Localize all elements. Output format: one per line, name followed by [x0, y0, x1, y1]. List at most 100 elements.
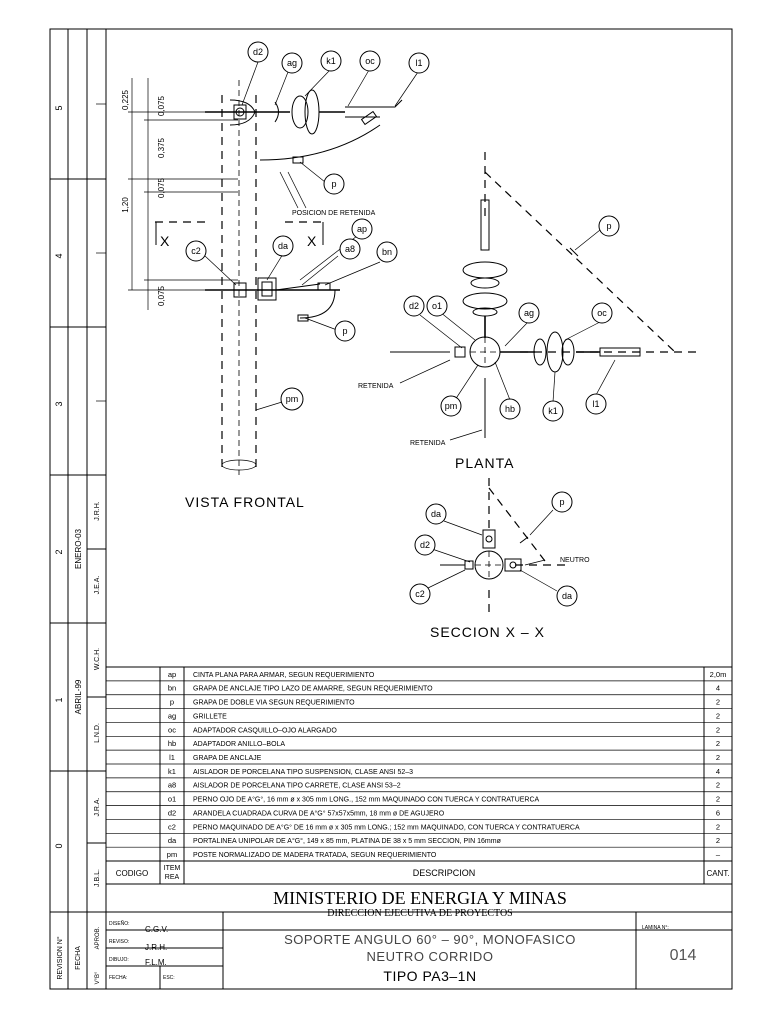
table-header-item: REA [165, 874, 180, 881]
callout-label: o1 [432, 301, 442, 311]
zone-number: 0 [54, 843, 64, 848]
table-cell-item: pm [167, 850, 177, 859]
callout-label: l1 [415, 58, 422, 68]
diseno-value: C.G.V. [145, 925, 168, 934]
callout-label: oc [365, 56, 375, 66]
materials-table [106, 666, 732, 885]
callout-label: k1 [548, 406, 558, 416]
seccion-bubbles: p da d2 c2 da [409, 491, 578, 607]
table-cell-description: ARANDELA CUADRADA CURVA DE A°G° 57x57x5m… [193, 809, 445, 817]
table-cell-item: c2 [168, 822, 176, 831]
table-header-description: DESCRIPCION [413, 868, 476, 878]
revision-by: J.R.H. [94, 501, 101, 521]
table-cell-quantity: 2,0m [710, 670, 727, 679]
dimension: 0,075 [157, 95, 166, 116]
lamina-label: LAMINA N°: [642, 925, 669, 931]
zone-dividers [50, 103, 106, 913]
table-cell-quantity: 4 [716, 767, 720, 776]
aprob-label: APROB. [95, 926, 101, 949]
table-header-quantity: CANT. [706, 869, 729, 878]
table-cell-item: bn [168, 684, 176, 693]
dibujo-value: F.L.M. [145, 958, 167, 967]
callout-label: pm [445, 401, 458, 411]
callout-label: d2 [409, 301, 419, 311]
callout-label: p [342, 326, 347, 336]
lamina-number: 014 [670, 947, 697, 964]
table-cell-item: ag [168, 711, 176, 720]
revision-check: J.B.L. [94, 869, 101, 887]
revision-check: L.N.D. [94, 723, 101, 743]
table-cell-quantity: 2 [716, 725, 720, 734]
dibujo-label: DIBUJO: [109, 957, 129, 963]
callout-label: hb [505, 404, 515, 414]
drawing-title-line-1: SOPORTE ANGULO 60° – 90°, MONOFASICO [284, 932, 576, 947]
table-cell-description: GRAPA DE ANCLAJE [193, 755, 262, 762]
table-cell-description: POSTE NORMALIZADO DE MADERA TRATADA, SEG… [193, 852, 437, 859]
table-cell-quantity: 2 [716, 836, 720, 845]
revision-label: REVISION N° [56, 936, 64, 979]
table-cell-item: l1 [169, 753, 175, 762]
dimension: 0,225 [121, 89, 130, 110]
callout-label: ag [287, 58, 297, 68]
table-cell-item: o1 [168, 795, 176, 804]
callout-label: c2 [415, 589, 425, 599]
table-cell-description: ADAPTADOR CASQUILLO–OJO ALARGADO [193, 727, 337, 734]
callout-label: p [606, 221, 611, 231]
revision-check: J.E.A. [94, 576, 101, 595]
table-header-item: ITEM [164, 865, 181, 872]
callout-label: ag [524, 308, 534, 318]
table-cell-quantity: 4 [716, 684, 720, 693]
direction-name: DIRECCION EJECUTIVA DE PROYECTOS [327, 908, 512, 919]
table-cell-quantity: – [716, 850, 721, 859]
table-cell-description: GRILLETE [193, 713, 227, 720]
table-cell-description: GRAPA DE DOBLE VIA SEGUN REQUERIMIENTO [193, 700, 355, 707]
fecha2-label: FECHA: [109, 975, 127, 981]
zone-number: 5 [54, 105, 64, 110]
callout-label: l1 [592, 399, 599, 409]
view-title: SECCION X – X [430, 624, 545, 640]
fecha-label: FECHA [75, 946, 82, 970]
callout-label: da [278, 241, 288, 251]
reviso-label: REVISO: [109, 939, 129, 945]
table-cell-item: a8 [168, 781, 176, 790]
table-cell-description: CINTA PLANA PARA ARMAR, SEGUN REQUERIMIE… [193, 672, 375, 679]
table-cell-item: oc [168, 725, 176, 734]
drawing-title-line-2: NEUTRO CORRIDO [367, 949, 494, 964]
table-cell-description: PORTALINEA UNIPOLAR DE A°G°, 149 x 85 mm… [193, 837, 502, 845]
table-cell-quantity: 2 [716, 698, 720, 707]
sheet-border [49, 28, 733, 990]
callout-label: bn [382, 247, 392, 257]
dimension: 0,375 [157, 137, 166, 158]
zone-number: 2 [54, 549, 64, 554]
table-cell-quantity: 2 [716, 822, 720, 831]
planta-bubbles: p d2 o1 ag oc pm hb k1 l1 [403, 215, 620, 422]
zone-number: 4 [54, 253, 64, 258]
callout-label: da [562, 591, 572, 601]
table-cell-quantity: 2 [716, 781, 720, 790]
table-cell-item: d2 [168, 808, 176, 817]
revision-date: ENERO-03 [74, 528, 83, 569]
table-cell-item: k1 [168, 767, 176, 776]
callout-label: da [431, 509, 441, 519]
table-cell-item: hb [168, 739, 176, 748]
table-cell-description: ADAPTADOR ANILLO–BOLA [193, 741, 285, 748]
dimension: 0,075 [157, 177, 166, 198]
table-cell-description: PERNO OJO DE A°G°, 16 mm ø x 305 mm LONG… [193, 796, 540, 804]
drawing-title-line-3: TIPO PA3–1N [383, 968, 476, 984]
section-mark: X [307, 233, 317, 249]
revision-by: W.C.H. [94, 648, 101, 670]
retenida-label: RETENIDA [410, 440, 446, 447]
table-header-code: CODIGO [116, 869, 148, 878]
callout-label: pm [286, 394, 299, 404]
callout-label: oc [597, 308, 607, 318]
vista-frontal: 0,225 0,075 0,375 0,075 1,20 0,075 X X P… [121, 78, 403, 510]
reviso-value: J.R.H. [145, 943, 167, 952]
table-cell-quantity: 2 [716, 753, 720, 762]
dimension: 1,20 [121, 197, 130, 213]
dimension: 0,075 [157, 285, 166, 306]
table-cell-item: ap [168, 670, 176, 679]
table-cell-quantity: 6 [716, 808, 720, 817]
callout-label: p [331, 179, 336, 189]
section-mark: X [160, 233, 170, 249]
